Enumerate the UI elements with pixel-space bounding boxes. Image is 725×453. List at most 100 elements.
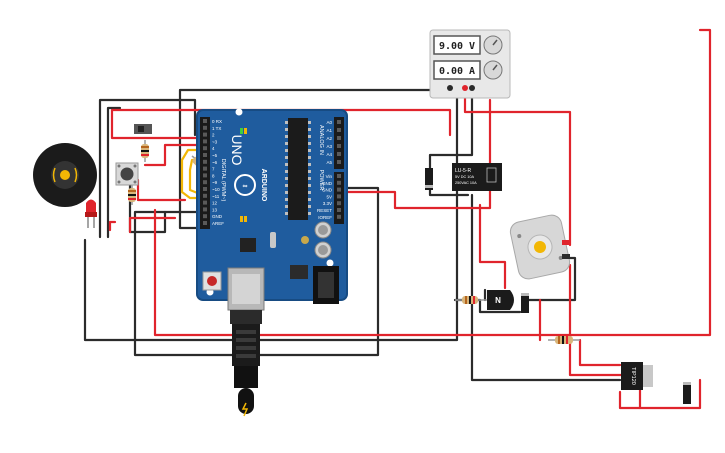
pin-hole[interactable] [337, 144, 341, 148]
wire-black[interactable] [83, 88, 459, 342]
pin-hole[interactable] [203, 159, 207, 164]
pin-hole[interactable] [337, 194, 341, 199]
wire-yellow[interactable] [180, 148, 202, 200]
analog-header-label: ANALOG IN [318, 125, 324, 155]
rx-led [244, 216, 247, 222]
pin-hole[interactable] [203, 146, 207, 151]
capacitor-top [318, 225, 328, 235]
resistor[interactable] [141, 140, 149, 162]
reset-button-cap[interactable] [207, 276, 217, 286]
resistor[interactable] [455, 296, 487, 304]
slide-switch[interactable] [134, 124, 152, 134]
pin-hole[interactable] [337, 201, 341, 206]
wire-red[interactable] [143, 143, 200, 167]
relay-label-line: 250VAC 10A [455, 181, 477, 185]
pin-hole[interactable] [337, 174, 341, 178]
motor-terminal[interactable] [562, 240, 570, 245]
wire-red[interactable] [618, 388, 642, 410]
pin-hole[interactable] [203, 132, 207, 137]
lightning-icon [241, 402, 249, 417]
wire-black[interactable] [128, 178, 167, 234]
pin-hole[interactable] [203, 125, 207, 130]
digital-pin-label: ~6 [212, 160, 218, 165]
wire-red[interactable] [108, 220, 117, 232]
wire-red[interactable] [578, 338, 622, 367]
npn-transistor[interactable]: N [487, 290, 514, 310]
wire-black[interactable] [106, 106, 122, 239]
wire-black[interactable] [178, 88, 452, 230]
digital-pin-header[interactable] [200, 117, 210, 229]
model-label: UNO [229, 134, 245, 165]
diode[interactable] [683, 382, 691, 404]
usb-controller-chip [240, 238, 256, 252]
pin-hole[interactable] [337, 208, 341, 212]
wire-red[interactable] [568, 263, 624, 377]
crystal [270, 232, 276, 248]
chip-pin [308, 128, 311, 131]
pin-hole[interactable] [203, 180, 207, 185]
digital-pin-label: GND [212, 214, 223, 219]
digital-pin-label: 4 [212, 146, 215, 151]
wire-red[interactable] [110, 108, 452, 140]
pin-hole[interactable] [203, 153, 207, 157]
chip-pin [285, 156, 288, 159]
terminal-ground[interactable] [469, 85, 475, 91]
power-pin-label: IOREF [318, 215, 332, 220]
pin-hole[interactable] [337, 214, 341, 219]
analog-pin-label: A1 [326, 128, 332, 133]
brand-label: ARDUINO [260, 169, 267, 202]
knob-indicator [492, 39, 498, 46]
diode[interactable] [425, 168, 433, 190]
pin-hole[interactable] [337, 152, 341, 156]
wire-red[interactable] [153, 28, 712, 337]
chip-pin [285, 205, 288, 208]
wire-red[interactable] [463, 88, 572, 247]
wire-red[interactable] [638, 378, 702, 410]
wire-red[interactable] [478, 203, 507, 290]
pin-hole[interactable] [337, 187, 341, 192]
pin-hole[interactable] [203, 166, 207, 171]
push-button[interactable] [115, 162, 139, 186]
terminal-negative[interactable] [447, 85, 453, 91]
wire-black[interactable] [470, 193, 622, 382]
pin-hole[interactable] [203, 173, 207, 178]
motor-terminal[interactable] [562, 254, 570, 259]
chip-pin [308, 156, 311, 159]
pin-hole[interactable] [203, 193, 207, 198]
usb-cable[interactable] [230, 310, 262, 417]
pin-hole[interactable] [203, 221, 207, 225]
status-led [240, 128, 243, 134]
pin-hole[interactable] [337, 120, 341, 124]
pin-hole[interactable] [203, 200, 207, 205]
dc-motor[interactable] [509, 213, 572, 281]
voltage-regulator [290, 265, 308, 279]
pin-hole[interactable] [203, 207, 207, 212]
resistor[interactable] [128, 185, 136, 205]
terminal-positive[interactable] [462, 85, 468, 91]
tip120-transistor[interactable]: TIP120 [621, 362, 653, 390]
resistor[interactable] [548, 336, 580, 344]
pin-hole[interactable] [203, 187, 207, 191]
pin-hole[interactable] [337, 128, 341, 132]
red-led[interactable] [85, 199, 97, 229]
pin-hole[interactable] [337, 180, 341, 185]
wire-black[interactable] [428, 88, 474, 197]
wire-black[interactable] [98, 98, 197, 239]
analog-pin-header[interactable] [334, 117, 344, 169]
power-pin-label: Vin [326, 174, 333, 179]
pin-hole[interactable] [203, 139, 207, 144]
pin-hole[interactable] [203, 214, 207, 219]
chip-pin [308, 191, 311, 194]
wire-red[interactable] [136, 178, 187, 202]
pin-hole[interactable] [203, 119, 207, 123]
wire-red[interactable] [128, 216, 177, 234]
pin-hole[interactable] [337, 160, 341, 164]
dc-power-supply[interactable]: 9.00 V 0.00 A [429, 29, 511, 99]
piezo-buzzer[interactable] [33, 143, 97, 207]
diode[interactable] [521, 293, 529, 313]
pin-hole[interactable] [337, 136, 341, 140]
